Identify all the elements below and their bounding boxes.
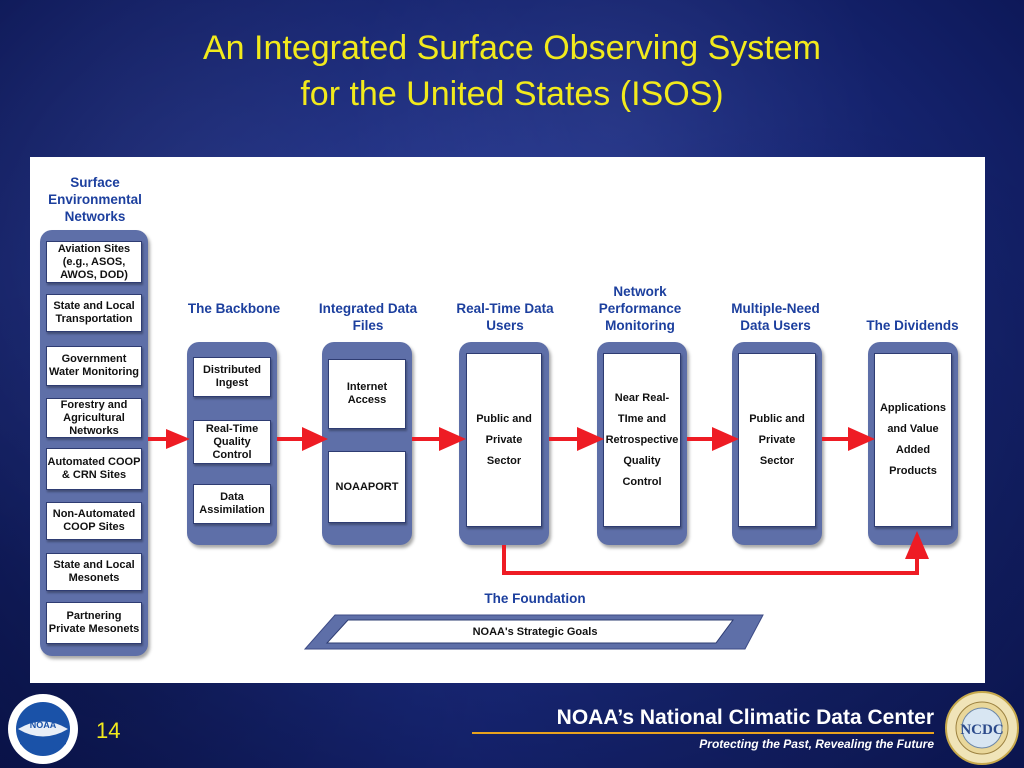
network-box: Government Water Monitoring: [46, 346, 142, 386]
header-backbone: The Backbone: [187, 301, 281, 316]
arrow-realtime-to-dividends: [502, 545, 919, 575]
header-dividends: The Dividends: [866, 318, 959, 333]
network-box: State and Local Transportation: [46, 294, 142, 332]
svg-text:NCDC: NCDC: [960, 722, 1003, 738]
slide-title-line1: An Integrated Surface Observing System: [203, 29, 821, 67]
data-files-box: NOAAPORT: [328, 451, 406, 523]
footer-rule: [472, 732, 934, 734]
data-files-box: Internet Access: [328, 359, 406, 429]
backbone-box: Real-Time Quality Control: [193, 420, 271, 464]
ncdc-logo: NCDC: [945, 691, 1019, 765]
header-realtime-users: Real-Time Data Users: [456, 301, 554, 333]
slide-title-line2: for the United States (ISOS): [300, 75, 724, 113]
foundation-label: NOAA's Strategic Goals: [472, 625, 598, 638]
network-box: Forestry and Agricultural Networks: [46, 398, 142, 438]
backbone-box: Data Assimilation: [193, 484, 271, 524]
network-box: Partnering Private Mesonets: [46, 602, 142, 644]
tagline: Protecting the Past, Revealing the Futur…: [699, 737, 934, 751]
multi-need-users-box: Public and Private Sector: [738, 353, 816, 527]
noaa-logo: NOAA: [8, 694, 78, 764]
header-network-monitoring: Network Performance Monitoring: [598, 284, 682, 333]
dividends-box: Applications and Value Added Products: [874, 353, 952, 527]
backbone-box: Distributed Ingest: [193, 357, 271, 397]
header-multi-need-users: Multiple-Need Data Users: [731, 301, 820, 333]
network-box: Non-Automated COOP Sites: [46, 502, 142, 540]
svg-text:NOAA: NOAA: [30, 720, 57, 730]
diagram-panel: Surface Environmental Networks The Backb…: [30, 157, 985, 683]
header-data-files: Integrated Data Files: [318, 301, 418, 333]
realtime-users-box: Public and Private Sector: [466, 353, 542, 527]
header-foundation: The Foundation: [484, 591, 586, 606]
network-monitoring-box: Near Real-TIme and Retrospective Quality…: [603, 353, 681, 527]
network-box: Automated COOP & CRN Sites: [46, 448, 142, 490]
org-name: NOAA’s National Climatic Data Center: [556, 706, 934, 729]
network-box: State and Local Mesonets: [46, 553, 142, 591]
network-box: Aviation Sites (e.g., ASOS, AWOS, DOD): [46, 241, 142, 283]
header-surface-networks: Surface Environmental Networks: [48, 175, 142, 224]
page-number: 14: [96, 718, 121, 743]
